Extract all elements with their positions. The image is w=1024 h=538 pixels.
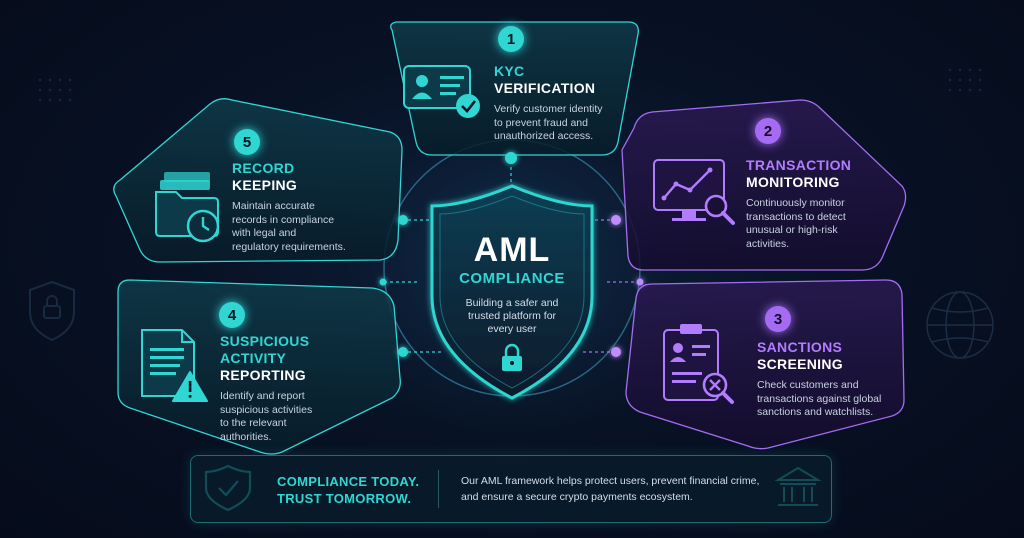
transaction-monitoring-text: TRANSACTION MONITORING Continuously moni… (746, 157, 886, 251)
kyc-verification-text: KYC VERIFICATION Verify customer identit… (494, 63, 624, 144)
step-title-line1: KYC (494, 63, 525, 79)
document-warning-icon (141, 329, 208, 402)
step-title-line1: TRANSACTION (746, 157, 852, 173)
step-number-badge-1: 1 (498, 26, 524, 52)
folder-clock-icon (155, 172, 220, 243)
panel-suspicious-activity-reporting[interactable] (117, 279, 401, 455)
step-title-line2: VERIFICATION (494, 80, 596, 96)
aml-tagline: Building a safer and trusted platform fo… (465, 297, 559, 335)
shield-lock-icon (502, 343, 522, 371)
step-number-badge-5: 5 (234, 129, 260, 155)
step-number-badge-4: 4 (219, 302, 245, 328)
banner-description: Our AML framework helps protect users, p… (461, 475, 760, 503)
step-description: Maintain accurate records in compliance … (232, 200, 346, 253)
clipboard-search-icon (663, 324, 734, 404)
connector-nodes (379, 152, 644, 357)
dot-pattern-right (948, 68, 982, 92)
step-title-line1b: ACTIVITY (220, 350, 287, 366)
dot-pattern-left (38, 78, 72, 102)
monitor-chart-search-icon (653, 159, 735, 225)
aml-title: AML (473, 231, 551, 269)
step-title-line1: RECORD (232, 160, 295, 176)
step-description: Identify and report suspicious activitie… (220, 390, 313, 443)
aml-shield (430, 184, 594, 400)
step-description: Verify customer identity to prevent frau… (494, 103, 603, 142)
banner-slogan: COMPLIANCE TODAY. TRUST TOMORROW. (277, 474, 420, 506)
panel-sanctions-screening[interactable] (625, 279, 905, 450)
step-number-badge-2: 2 (755, 118, 781, 144)
suspicious-activity-reporting-text: SUSPICIOUS ACTIVITY REPORTING Identify a… (220, 333, 360, 444)
step-title-line1: SUSPICIOUS (220, 333, 310, 349)
step-number-badge-3: 3 (765, 306, 791, 332)
aml-subtitle: COMPLIANCE (459, 270, 565, 287)
record-keeping-text: RECORD KEEPING Maintain accurate records… (232, 160, 372, 254)
id-card-check-icon (403, 65, 480, 118)
center-shield-text: AML COMPLIANCE Building a safer and trus… (442, 232, 582, 336)
banner-divider (438, 470, 439, 508)
step-description: Continuously monitor transactions to det… (746, 197, 846, 250)
background-globe-icon (926, 291, 994, 359)
step-title-line2: SCREENING (757, 356, 843, 372)
step-title-line2: MONITORING (746, 174, 840, 190)
panel-transaction-monitoring[interactable] (621, 99, 907, 271)
step-title-line1: SANCTIONS (757, 339, 843, 355)
step-title-line2: REPORTING (220, 367, 306, 383)
panel-kyc-verification[interactable] (390, 21, 639, 156)
bottom-banner: COMPLIANCE TODAY. TRUST TOMORROW. Our AM… (190, 455, 832, 523)
step-title-line2: KEEPING (232, 177, 298, 193)
sanctions-screening-text: SANCTIONS SCREENING Check customers and … (757, 339, 897, 420)
background-lock-icon (29, 280, 75, 342)
step-description: Check customers and transactions against… (757, 379, 882, 418)
